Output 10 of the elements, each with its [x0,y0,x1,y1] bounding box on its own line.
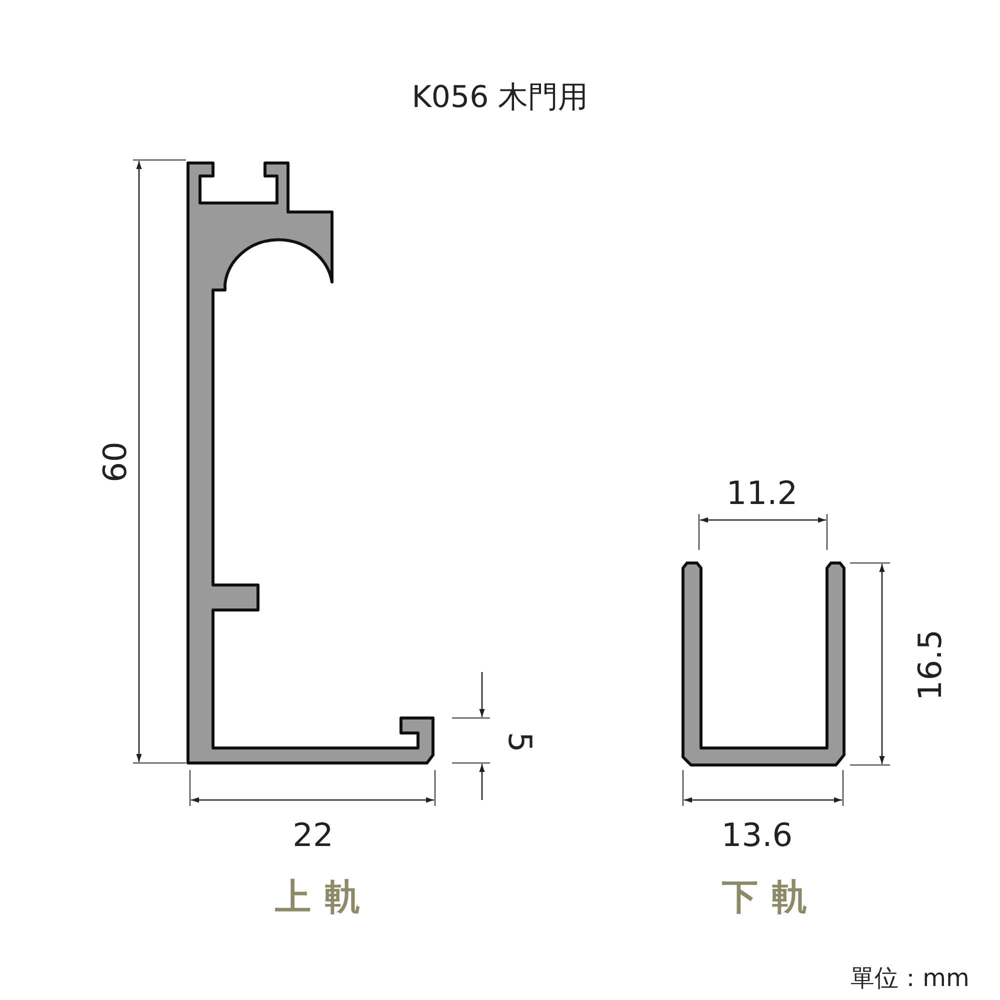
profile-caption: 下軌 [721,880,822,916]
dimension-label: 11.2 [726,477,798,509]
title: K056 木門用 [412,83,588,113]
dimension-label: 22 [292,819,334,851]
dimension-label: 5 [504,732,536,752]
dimension-label: 13.6 [721,819,793,851]
dimension-label: 60 [99,442,131,482]
unit-note: 單位：mm [850,966,970,990]
dimension-label: 16.5 [914,629,946,701]
profile-caption: 上軌 [274,880,375,916]
